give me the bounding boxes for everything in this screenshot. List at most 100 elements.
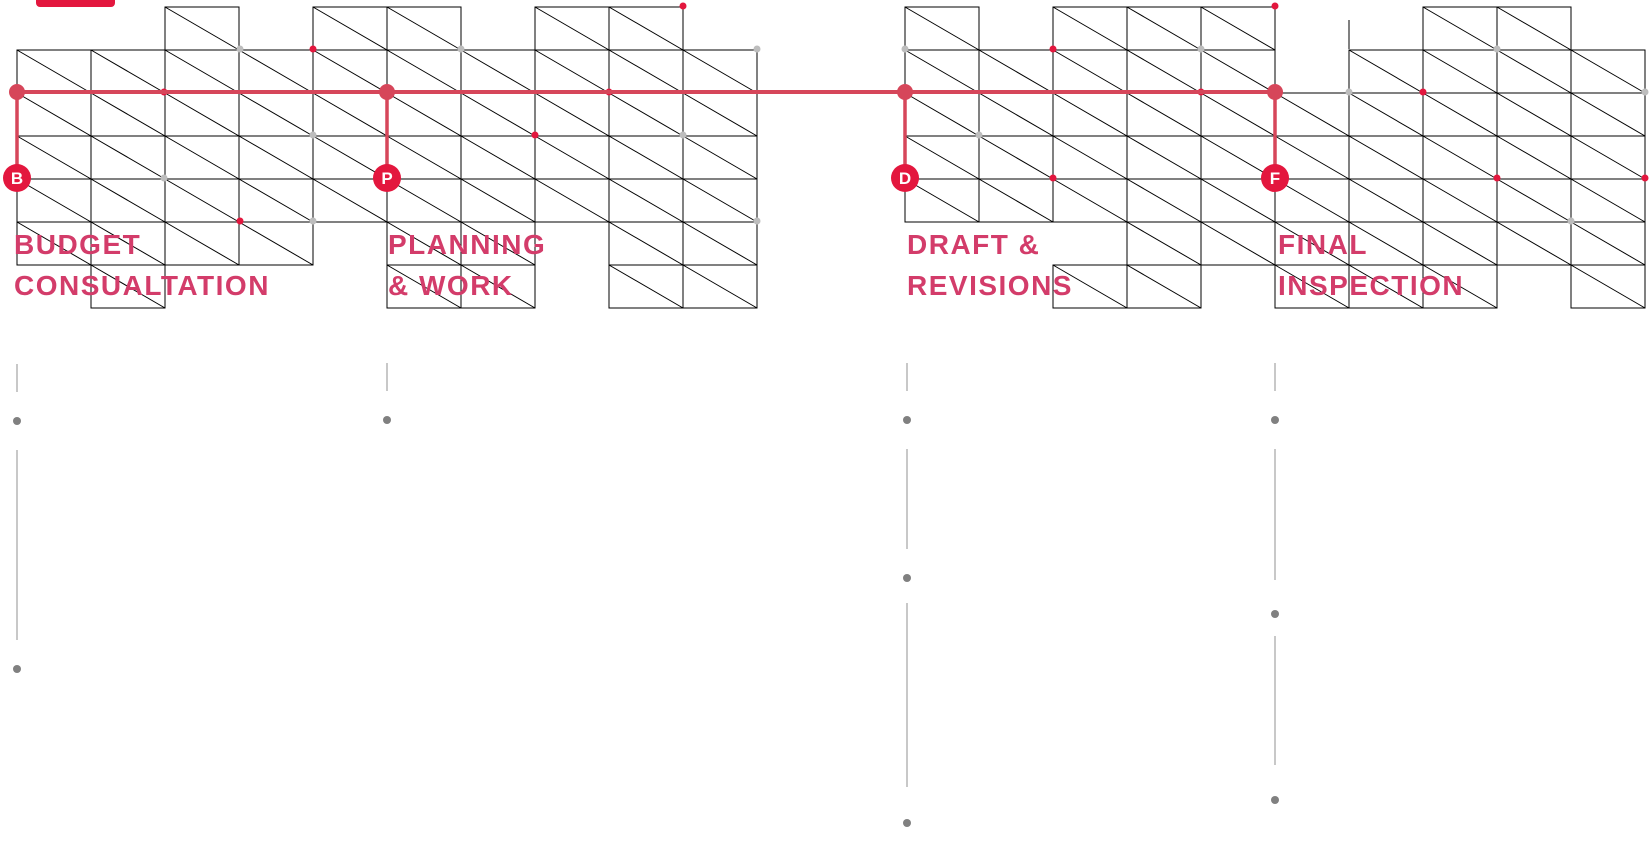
grid-diagonal — [904, 135, 980, 180]
grid-diagonal — [1496, 92, 1572, 137]
stage-badge-letter: P — [381, 169, 392, 188]
grid-diagonal — [386, 264, 462, 309]
grid-diagonal — [1570, 92, 1646, 137]
grid-node-accent — [1049, 174, 1057, 182]
grid-node — [679, 131, 687, 139]
grid-node — [975, 131, 983, 139]
grid-diagonal — [978, 135, 1054, 180]
stage-title-draft: DRAFT & REVISIONS — [907, 224, 1073, 306]
grid-diagonal — [1496, 6, 1572, 51]
grid-diagonal — [534, 49, 610, 94]
triangle-grid — [16, 6, 1646, 309]
stage-badge-letter: F — [1270, 169, 1280, 188]
grid-diagonal — [1422, 49, 1498, 94]
grid-diagonal — [16, 92, 92, 137]
grid-diagonal — [90, 92, 166, 137]
grid-diagonal — [386, 49, 462, 94]
grid-diagonal — [1126, 6, 1202, 51]
grid-diagonal — [1348, 135, 1424, 180]
grid-diagonal — [386, 135, 462, 180]
grid-cell — [1126, 264, 1202, 309]
grid-diagonal — [682, 264, 758, 309]
grid-diagonal — [90, 178, 166, 223]
grid-diagonal — [904, 178, 980, 223]
stage-title-line: PLANNING — [388, 229, 547, 260]
grid-diagonal — [534, 178, 610, 223]
stage-title-budget: BUDGET CONSUALTATION — [14, 224, 270, 306]
stage-badge-letter: D — [899, 169, 911, 188]
grid-diagonal — [1422, 221, 1498, 266]
grid-diagonal — [1348, 264, 1424, 309]
grid-node — [160, 174, 168, 182]
grid-diagonal — [534, 6, 610, 51]
grid-node-accent — [1641, 174, 1649, 182]
grid-diagonal — [682, 135, 758, 180]
timeline-node — [9, 84, 25, 100]
grid-diagonal — [1052, 49, 1128, 94]
rail-bullet — [903, 416, 911, 424]
stage-rails — [13, 363, 1279, 827]
grid-node-accent — [1419, 88, 1427, 96]
grid-diagonal — [1348, 178, 1424, 223]
stage-title-line: INSPECTION — [1278, 270, 1465, 301]
grid-diagonal — [386, 92, 462, 137]
grid-diagonal — [608, 92, 684, 137]
stage-badge — [3, 164, 31, 192]
grid-diagonal — [1496, 178, 1572, 223]
grid-diagonal — [238, 221, 314, 266]
grid-cell — [460, 264, 536, 309]
grid-diagonal — [238, 178, 314, 223]
rail-bullet — [903, 819, 911, 827]
grid-diagonal — [608, 49, 684, 94]
grid-diagonal — [1422, 135, 1498, 180]
rail-bullet — [13, 417, 21, 425]
grid-diagonal — [460, 49, 536, 94]
grid-diagonal — [16, 221, 92, 266]
grid-diagonal — [1200, 49, 1276, 94]
grid-diagonal — [1496, 135, 1572, 180]
grid-diagonal — [978, 92, 1054, 137]
grid-node-accent — [236, 217, 244, 225]
grid-diagonal — [1274, 178, 1350, 223]
grid-diagonal — [1348, 92, 1424, 137]
grid-node — [309, 131, 317, 139]
grid-node — [901, 45, 909, 53]
grid-cell — [1422, 264, 1498, 309]
timeline-node — [379, 84, 395, 100]
grid-diagonal — [904, 6, 980, 51]
grid-diagonal — [1200, 6, 1276, 51]
rail-bullet — [1271, 796, 1279, 804]
grid-diagonal — [1126, 135, 1202, 180]
grid-node — [1493, 45, 1501, 53]
grid-node — [1345, 88, 1353, 96]
grid-diagonal — [164, 221, 240, 266]
grid-diagonal — [1570, 221, 1646, 266]
grid-node — [753, 45, 761, 53]
grid-diagonal — [1052, 6, 1128, 51]
grid-diagonal — [386, 178, 462, 223]
grid-diagonal — [1200, 92, 1276, 137]
stage-badge — [373, 164, 401, 192]
grid-diagonal — [1422, 92, 1498, 137]
grid-diagonal — [1126, 92, 1202, 137]
stage-title-line: CONSUALTATION — [14, 270, 270, 301]
grid-diagonal — [1570, 264, 1646, 309]
grid-diagonal — [460, 92, 536, 137]
grid-diagonal — [16, 49, 92, 94]
grid-diagonal — [1274, 221, 1350, 266]
grid-diagonal — [312, 6, 388, 51]
grid-cell — [1570, 264, 1646, 309]
grid-diagonal — [1274, 135, 1350, 180]
grid-diagonal — [1126, 221, 1202, 266]
grid-diagonal — [460, 135, 536, 180]
grid-diagonal — [1200, 178, 1276, 223]
grid-diagonal — [386, 221, 462, 266]
grid-diagonal — [460, 264, 536, 309]
grid-node — [236, 45, 244, 53]
grid-diagonal — [534, 135, 610, 180]
grid-node-accent — [531, 131, 539, 139]
stage-badge — [891, 164, 919, 192]
rail-bullet — [903, 574, 911, 582]
grid-diagonal — [164, 6, 240, 51]
grid-diagonal — [164, 135, 240, 180]
